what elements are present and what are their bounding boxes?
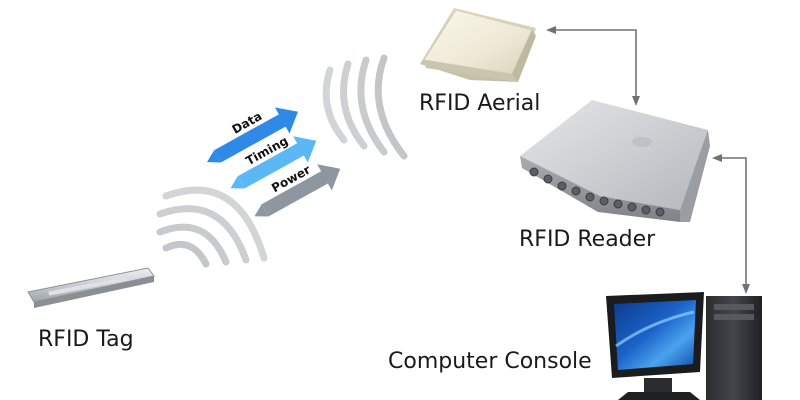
rfid-reader-device: [520, 100, 710, 222]
aerial-wave-arc: [357, 56, 388, 156]
rfid-tag-device: [27, 267, 155, 308]
signal-arrows: Data Timing Power: [207, 107, 341, 217]
tag-wave-arc: [162, 241, 210, 268]
computer-console-device: [606, 292, 762, 400]
tag-wave-arc: [156, 205, 250, 264]
rfid-aerial-device: [420, 8, 536, 82]
aerial-wave-arc: [340, 60, 368, 150]
tag-wave-arc: [156, 223, 230, 266]
aerial-wave-arc: [322, 66, 348, 144]
aerial-radio-waves: [322, 54, 408, 160]
tag-wave-arc: [162, 186, 268, 262]
reader-computer-link: [718, 157, 747, 288]
reader-connectors: [529, 167, 665, 217]
rfid-aerial-label: RFID Aerial: [419, 91, 540, 116]
computer-console-label: Computer Console: [388, 349, 592, 374]
aerial-reader-link: [552, 29, 637, 100]
connection-arrows: [546, 26, 750, 294]
aerial-wave-arc: [374, 54, 408, 160]
rfid-reader-label: RFID Reader: [519, 227, 656, 252]
rfid-tag-label: RFID Tag: [38, 327, 134, 352]
tag-radio-waves: [156, 186, 268, 268]
